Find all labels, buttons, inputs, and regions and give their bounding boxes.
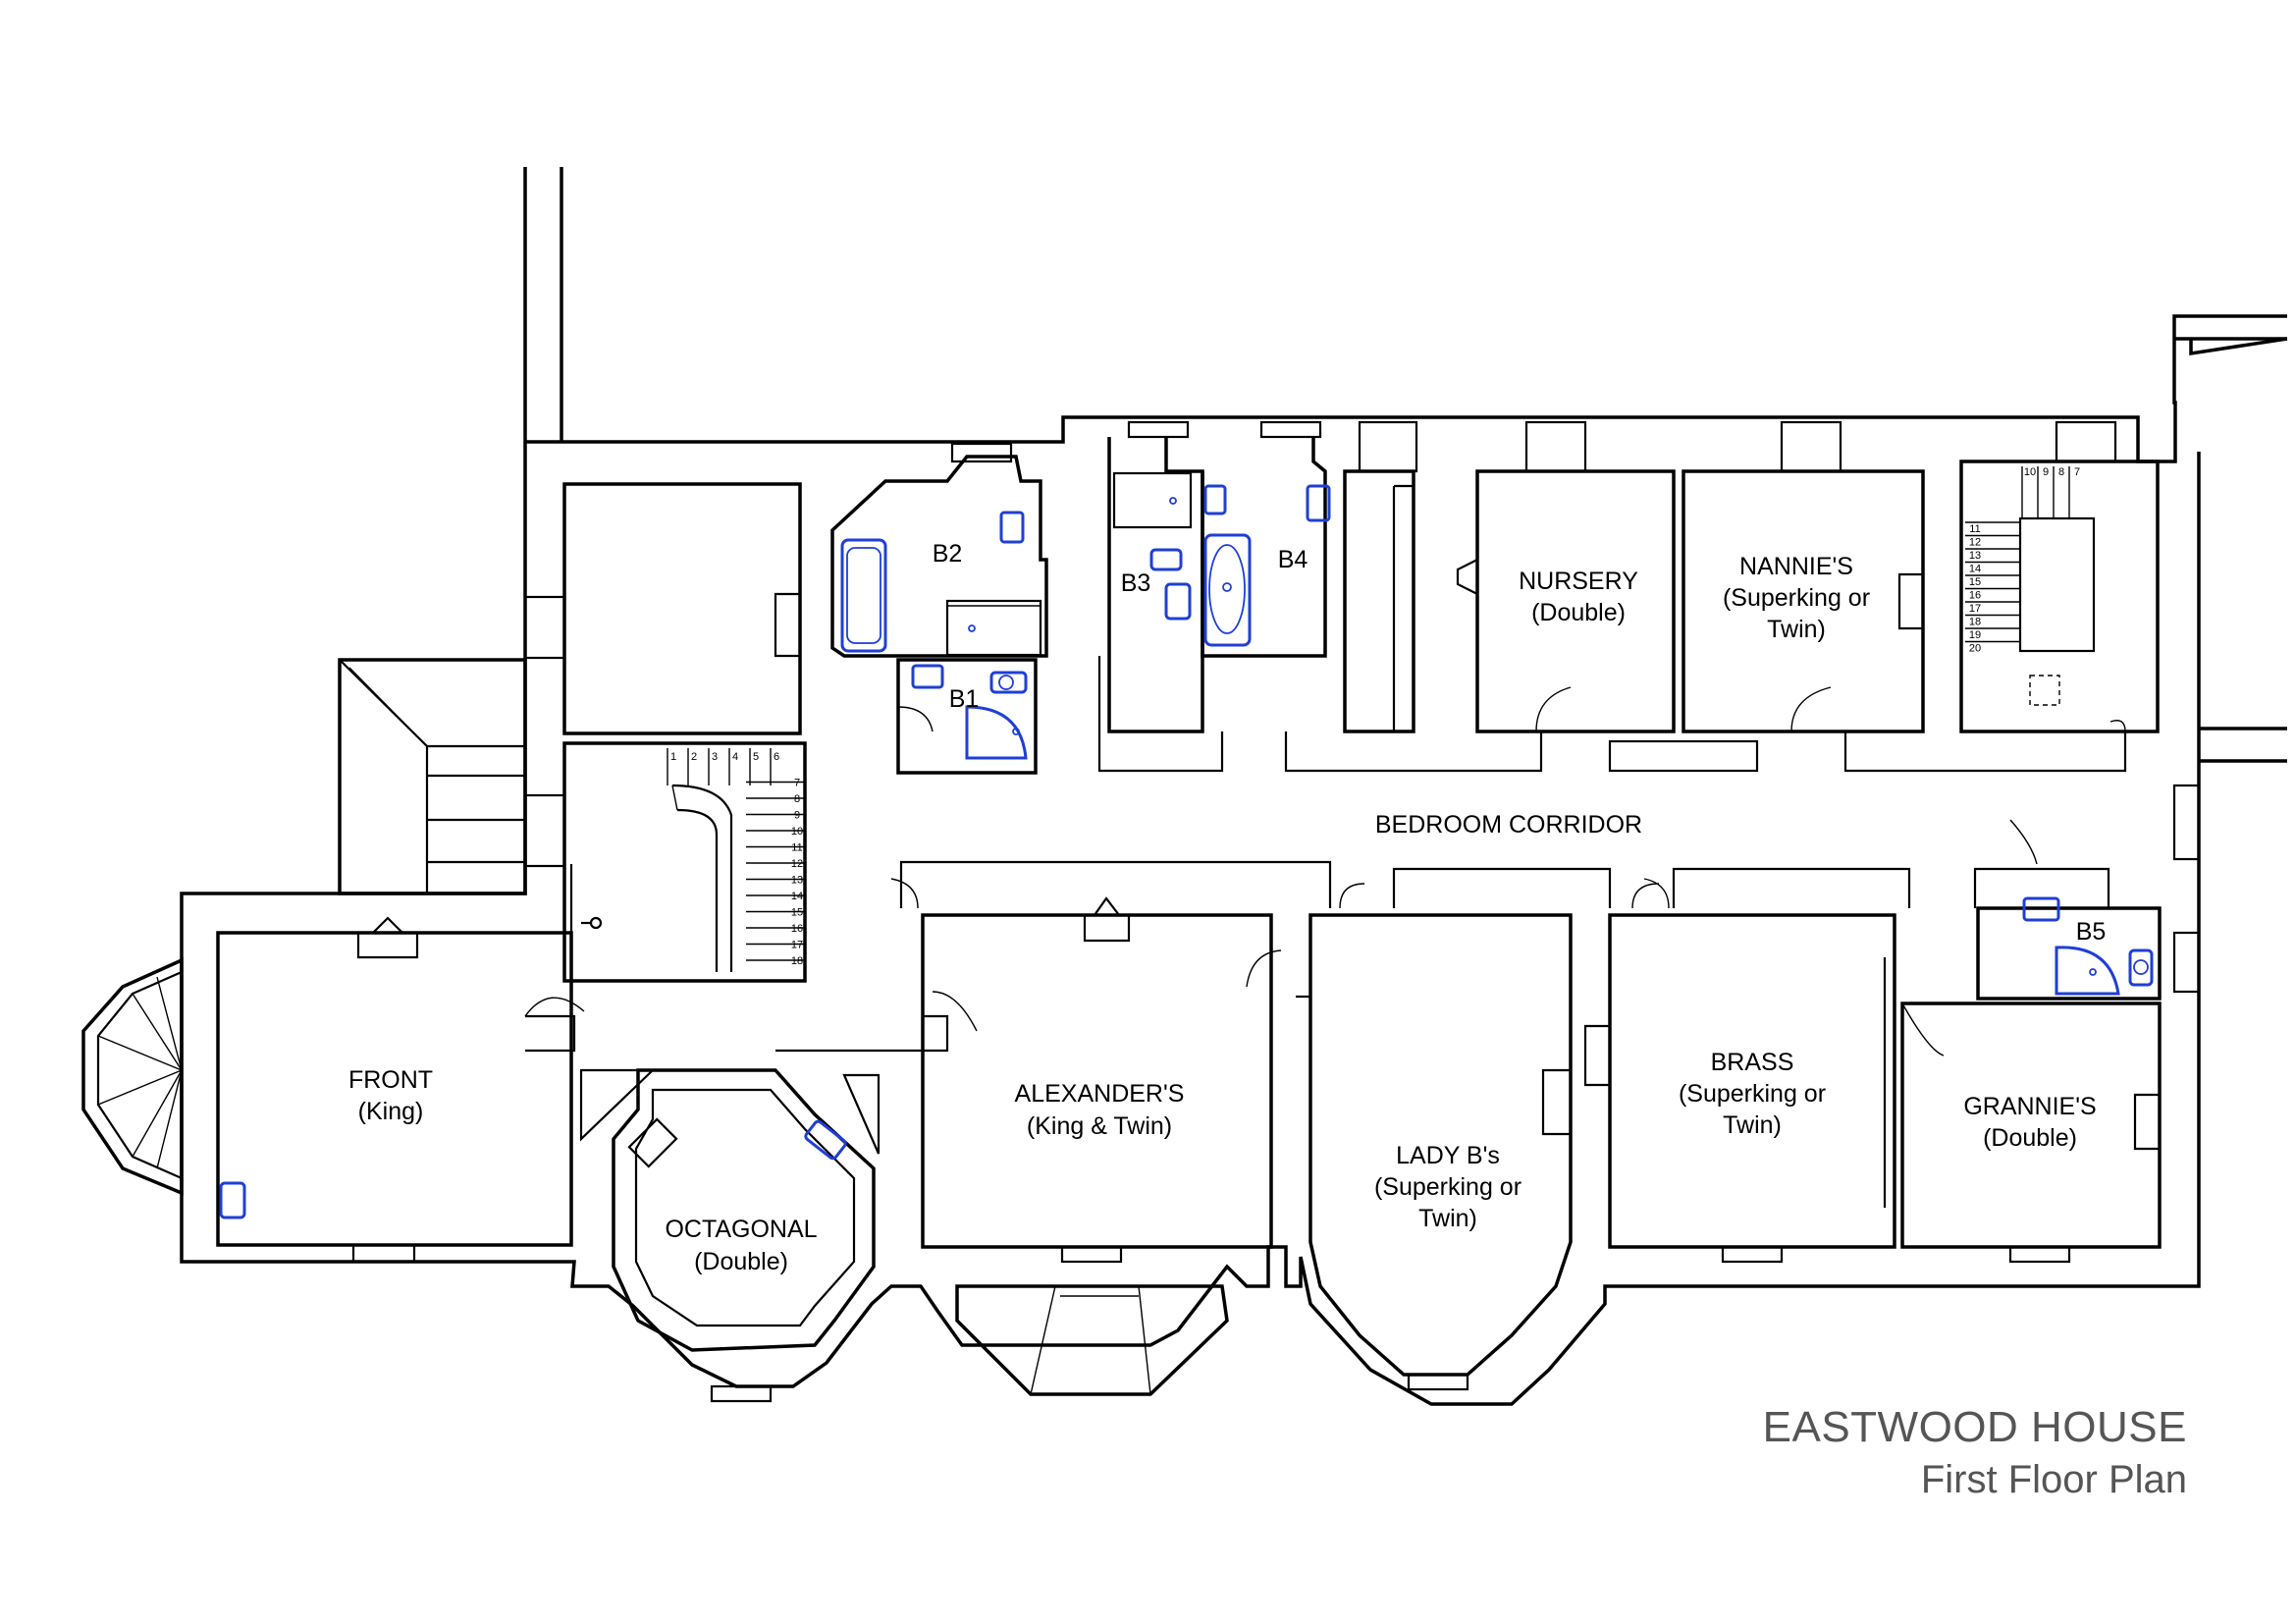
bathroom-b5-label: B5	[2076, 918, 2107, 946]
stair-step-number: 9	[794, 810, 800, 822]
brass-room-bed-2: Twin)	[1723, 1111, 1782, 1139]
stair-step-number: 12	[1969, 537, 1981, 549]
title-block: EASTWOOD HOUSE First Floor Plan	[1763, 1403, 2187, 1501]
stair-step-number: 15	[1969, 576, 1981, 588]
stair-step-number: 19	[1969, 629, 1981, 641]
stair-step-number: 15	[791, 907, 803, 919]
bathroom-b4: B4	[1201, 420, 1331, 658]
front-room: FRONT (King)	[216, 916, 573, 1264]
northwest-room	[523, 482, 802, 868]
stair-step-number: 11	[1969, 523, 1980, 535]
bathroom-b2: B2	[830, 442, 1048, 658]
bedroom-corridor: BEDROOM CORRIDOR	[890, 656, 2127, 909]
bathroom-b3-label: B3	[1121, 569, 1151, 597]
stair-step-number: 8	[2058, 466, 2064, 478]
grannies-room-bed: (Double)	[1983, 1124, 2077, 1152]
bathroom-b5: B5	[1976, 784, 2201, 1001]
plan-title: EASTWOOD HOUSE	[1763, 1403, 2187, 1451]
stair-step-number: 11	[791, 842, 802, 854]
front-room-bed: (King)	[358, 1098, 424, 1125]
octagonal-room: OCTAGONAL (Double)	[579, 1068, 881, 1403]
nannies-room: NANNIE'S (Superking or Twin)	[1608, 420, 1925, 773]
stair-step-number: 9	[2043, 466, 2049, 478]
stair-step-number: 17	[1969, 603, 1981, 615]
stair-step-number: 14	[791, 891, 803, 902]
lady-bs-room-name: LADY B's	[1396, 1142, 1500, 1169]
bathroom-b1: B1	[896, 658, 1038, 775]
bathroom-b2-label: B2	[933, 540, 963, 568]
bathroom-b4-label: B4	[1278, 546, 1308, 573]
external-walls	[180, 167, 2288, 1406]
brass-room: BRASS (Superking or Twin)	[1583, 913, 1896, 1264]
bathroom-b3: B3	[1107, 420, 1204, 733]
stair-step-number: 2	[691, 751, 697, 763]
stair-step-number: 5	[753, 751, 759, 763]
main-stair-treads	[667, 748, 805, 961]
stair-step-number: 7	[794, 778, 800, 789]
nannies-room-bed-2: Twin)	[1767, 616, 1826, 643]
nursery-room-name: NURSERY	[1519, 568, 1638, 595]
stair-step-number: 16	[791, 923, 803, 935]
nursery-room-bed: (Double)	[1531, 599, 1626, 626]
stair-step-number: 13	[1969, 550, 1981, 562]
stair-step-number: 14	[1969, 564, 1981, 575]
nannies-room-bed-1: (Superking or	[1723, 584, 1870, 612]
stair-step-number: 12	[791, 858, 803, 870]
stair-step-number: 8	[794, 793, 800, 805]
stair-step-number: 10	[2024, 466, 2036, 478]
alexanders-room-bed: (King & Twin)	[1027, 1112, 1172, 1140]
alexanders-room: ALEXANDER'S (King & Twin)	[921, 896, 1273, 1396]
grannies-room-name: GRANNIE'S	[1963, 1093, 2096, 1120]
stair-step-number: 20	[1969, 643, 1981, 655]
cupboard-column	[1343, 420, 1418, 733]
octagonal-bay-front	[81, 957, 184, 1196]
octagonal-room-bed: (Double)	[694, 1248, 788, 1275]
corridor-label: BEDROOM CORRIDOR	[1375, 811, 1642, 839]
lady-bs-room: LADY B's (Superking or Twin)	[1246, 913, 1573, 1391]
nannies-room-name: NANNIE'S	[1739, 553, 1853, 580]
nursery-room: NURSERY (Double)	[1456, 420, 1676, 733]
back-stair-treads	[1965, 466, 2070, 643]
alexanders-room-name: ALEXANDER'S	[1015, 1080, 1185, 1108]
stair-step-number: 18	[791, 955, 803, 967]
brass-room-bed-1: (Superking or	[1679, 1080, 1826, 1108]
stair-step-number: 7	[2074, 466, 2080, 478]
stair-step-number: 6	[774, 751, 779, 763]
plan-subtitle: First Floor Plan	[1921, 1458, 2187, 1501]
stair-step-number: 18	[1969, 617, 1981, 628]
stair-step-number: 10	[791, 826, 803, 838]
brass-room-name: BRASS	[1711, 1049, 1794, 1076]
lady-bs-room-bed-2: Twin)	[1418, 1205, 1477, 1232]
stair-step-number: 16	[1969, 590, 1981, 602]
stair-step-number: 3	[712, 751, 718, 763]
stair-step-number: 4	[732, 751, 738, 763]
octagonal-room-name: OCTAGONAL	[665, 1216, 817, 1243]
landing	[524, 991, 978, 1053]
stair-step-number: 13	[791, 875, 803, 887]
grannies-room: GRANNIE'S (Double)	[1900, 1001, 2162, 1264]
stair-tower-exterior	[338, 658, 527, 895]
lady-bs-room-bed-1: (Superking or	[1374, 1173, 1522, 1201]
stair-step-number: 1	[670, 751, 676, 763]
front-room-name: FRONT	[348, 1066, 433, 1094]
stair-step-number: 17	[791, 940, 803, 951]
bathroom-b1-label: B1	[949, 685, 980, 713]
